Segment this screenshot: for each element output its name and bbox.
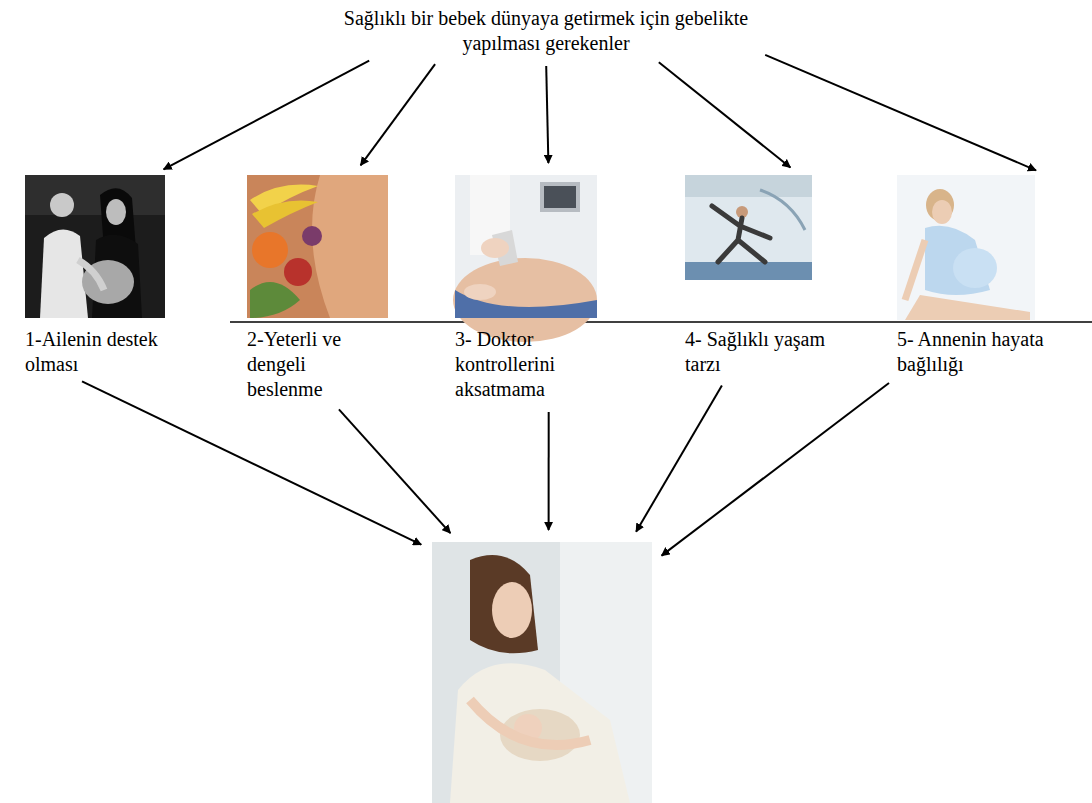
step-label: 2-Yeterli ve dengeli beslenme (247, 327, 367, 402)
step-label: 5- Annenin hayata bağlılığı (897, 327, 1047, 377)
pregnant-woman-photo (897, 175, 1035, 320)
arrow-connector (662, 383, 889, 556)
step-label: 1-Ailenin destek olması (25, 327, 185, 377)
step-node: 3- Doktor kontrollerini aksatmama (455, 175, 597, 402)
step-node: 2-Yeterli ve dengeli beslenme (247, 175, 389, 402)
yoga-photo (685, 175, 812, 280)
arrow-connector (765, 55, 1036, 170)
arrow-connector (548, 412, 550, 530)
separator-line (230, 321, 1092, 323)
arrow-connector (339, 409, 451, 533)
step-label: 3- Doktor kontrollerini aksatmama (455, 327, 585, 402)
diagram-heading: Sağlıklı bir bebek dünyaya getirmek için… (336, 6, 756, 56)
mother-baby-photo (432, 542, 652, 803)
arrow-connector (636, 386, 722, 532)
result-node (432, 542, 652, 803)
step-node: 1-Ailenin destek olması (25, 175, 185, 377)
arrow-connector (546, 66, 548, 163)
arrow-connector (361, 64, 436, 165)
title-node: Sağlıklı bir bebek dünyaya getirmek için… (336, 6, 756, 56)
step-node: 4- Sağlıklı yaşam tarzı (685, 175, 825, 377)
nutrition-photo (247, 175, 388, 318)
step-node: 5- Annenin hayata bağlılığı (897, 175, 1047, 377)
step-label: 4- Sağlıklı yaşam tarzı (685, 327, 825, 377)
ultrasound-photo (453, 175, 597, 342)
couple-photo (25, 175, 165, 318)
arrow-connector (659, 62, 791, 167)
arrow-connector (164, 61, 370, 170)
arrow-connector (82, 381, 421, 544)
